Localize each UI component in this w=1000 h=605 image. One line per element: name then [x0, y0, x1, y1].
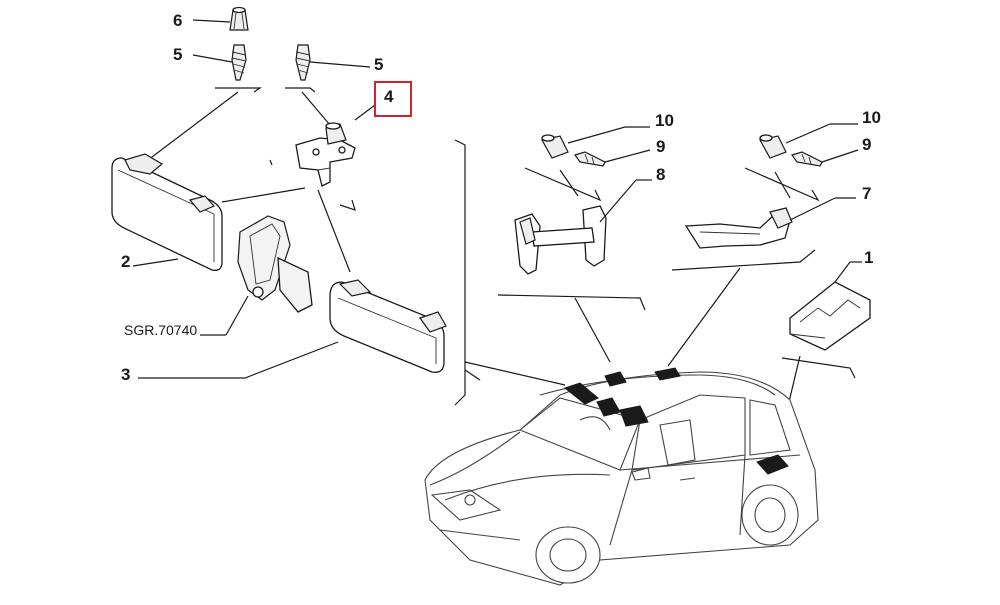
bracket-8-top [524, 167, 602, 202]
leader-screws-to-8 [559, 169, 579, 197]
divider-handles [671, 249, 816, 271]
part-4-visor-clip[interactable] [295, 122, 356, 187]
bracket-7-top [744, 167, 820, 202]
callout-9-left: 9 [656, 137, 666, 156]
leader-clip-to-visor-3 [317, 189, 351, 273]
leader-ref [225, 295, 249, 336]
leader-4 [354, 104, 376, 121]
part-5-screw-left[interactable] [231, 44, 247, 81]
leader-9-left [604, 149, 651, 163]
callout-7: 7 [862, 184, 872, 203]
leader-1 [834, 261, 851, 283]
callout-2: 2 [121, 252, 131, 271]
rear-view-mirror[interactable] [237, 215, 313, 313]
leader-9-right [821, 149, 859, 163]
car-installed-parts [563, 367, 789, 475]
installed-lamp-1 [756, 454, 789, 475]
callout-8: 8 [656, 165, 666, 184]
leader-8 [599, 179, 637, 223]
part-10-plug-right[interactable] [759, 134, 787, 159]
leader-2 [132, 258, 179, 267]
callout-10-left: 10 [655, 111, 674, 130]
bracket-left [215, 87, 262, 93]
part-10-plug-left[interactable] [541, 134, 569, 159]
bracket-right [285, 87, 316, 93]
installed-clip [596, 397, 621, 417]
part-8-grab-handle[interactable] [514, 205, 607, 275]
callout-4: 4 [384, 87, 394, 106]
leader-10-left [567, 126, 626, 144]
leader-3 [138, 341, 339, 379]
tick-a [269, 159, 273, 166]
callout-10-right: 10 [862, 108, 881, 127]
divider-8 [497, 294, 646, 311]
leader-10-right [785, 123, 831, 144]
callout-3: 3 [121, 365, 131, 384]
leader-5-right [309, 61, 371, 68]
callout-9-right: 9 [862, 135, 872, 154]
part-5-screw-right[interactable] [295, 44, 311, 81]
car-outline [424, 371, 819, 586]
leader-7-to-car [667, 267, 741, 367]
leader-screw-to-visor-2 [147, 91, 239, 161]
part-3-sun-visor-right[interactable] [329, 279, 447, 373]
installed-handle-8 [604, 371, 627, 387]
leader-5-left [192, 54, 233, 63]
part-2-sun-visor-left[interactable] [111, 153, 223, 271]
callout-6: 6 [173, 11, 183, 30]
leader-screw-to-bracket-4 [301, 91, 331, 126]
installed-handle-7 [654, 367, 681, 381]
part-1-courtesy-lamp[interactable] [789, 281, 871, 351]
leader-7 [789, 197, 836, 221]
leader-screws-to-7 [774, 171, 791, 199]
leader-6 [192, 19, 231, 23]
callout-1: 1 [864, 248, 874, 267]
divider-tick [464, 369, 481, 381]
divider-vertical [454, 139, 466, 406]
tick-b [339, 199, 356, 211]
leader-visors-to-car [464, 361, 566, 386]
part-9-screw-left[interactable] [574, 151, 606, 167]
callout-5-left: 5 [173, 45, 183, 64]
leader-8-to-car [574, 297, 611, 363]
leader-bracket-link [221, 187, 306, 203]
installed-visor-right [619, 405, 649, 427]
part-6-plug[interactable] [229, 6, 249, 31]
part-9-screw-right[interactable] [791, 151, 823, 167]
part-7-grab-handle[interactable] [684, 207, 793, 249]
installed-visor-left [563, 382, 599, 405]
highlight-box-part-4[interactable] [374, 81, 412, 117]
callout-5-right: 5 [374, 55, 384, 74]
divider-1 [781, 357, 856, 379]
callout-ref-sgr: SGR.70740 [124, 322, 198, 338]
